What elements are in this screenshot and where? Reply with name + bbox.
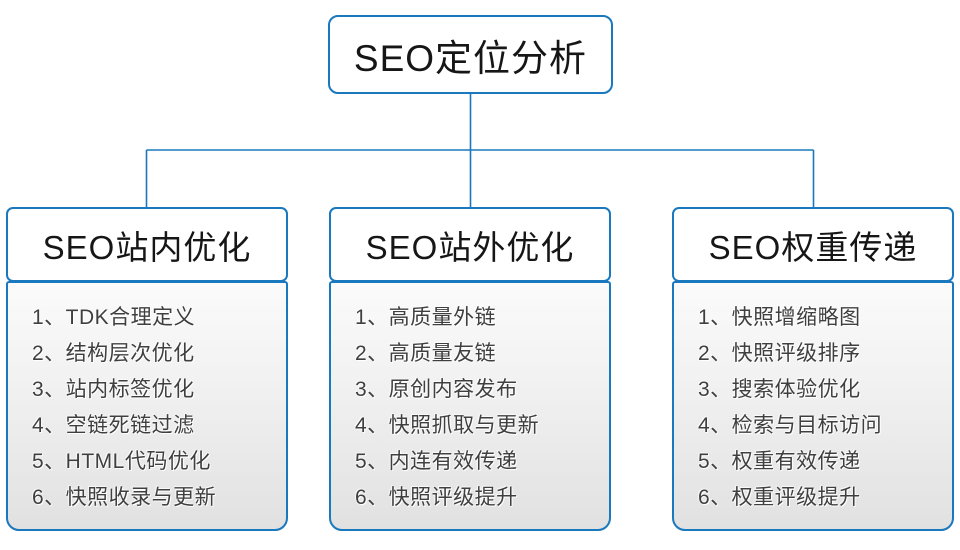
branch-header: SEO权重传递 [672,207,954,282]
list-item: 3、站内标签优化 [32,378,195,401]
branch-header-title: SEO站内优化 [42,228,252,266]
list-item: 3、原创内容发布 [355,378,518,401]
list-item: 5、内连有效传递 [355,450,518,473]
branch-header-title: SEO权重传递 [708,228,918,266]
root-node: SEO定位分析 [328,15,613,94]
list-item: 2、结构层次优化 [32,342,195,365]
branch-offsite-optimization: SEO站外优化 1、高质量外链 2、高质量友链 3、原创内容发布 4、快照抓取与… [329,207,611,531]
list-item: 2、快照评级排序 [698,342,861,365]
list-item: 6、权重评级提升 [698,486,861,509]
list-item: 4、快照抓取与更新 [355,414,540,437]
branch-header: SEO站内优化 [6,207,288,282]
list-item: 5、权重有效传递 [698,450,861,473]
branch-item-list: 1、高质量外链 2、高质量友链 3、原创内容发布 4、快照抓取与更新 5、内连有… [329,281,611,531]
list-item: 3、搜索体验优化 [698,378,861,401]
branch-item-list: 1、TDK合理定义 2、结构层次优化 3、站内标签优化 4、空链死链过滤 5、H… [6,281,288,531]
list-item: 6、快照收录与更新 [32,486,217,509]
list-item: 1、高质量外链 [355,306,497,329]
branch-weight-transfer: SEO权重传递 1、快照增缩略图 2、快照评级排序 3、搜索体验优化 4、检索与… [672,207,954,531]
branch-item-list: 1、快照增缩略图 2、快照评级排序 3、搜索体验优化 4、检索与目标访问 5、权… [672,281,954,531]
list-item: 4、检索与目标访问 [698,414,883,437]
branch-onsite-optimization: SEO站内优化 1、TDK合理定义 2、结构层次优化 3、站内标签优化 4、空链… [6,207,288,531]
branch-header-title: SEO站外优化 [365,228,575,266]
root-node-title: SEO定位分析 [353,37,588,79]
list-item: 1、快照增缩略图 [698,306,861,329]
list-item: 2、高质量友链 [355,342,497,365]
list-item: 1、TDK合理定义 [32,306,196,329]
list-item: 6、快照评级提升 [355,486,518,509]
list-item: 5、HTML代码优化 [32,450,211,473]
branch-header: SEO站外优化 [329,207,611,282]
list-item: 4、空链死链过滤 [32,414,195,437]
